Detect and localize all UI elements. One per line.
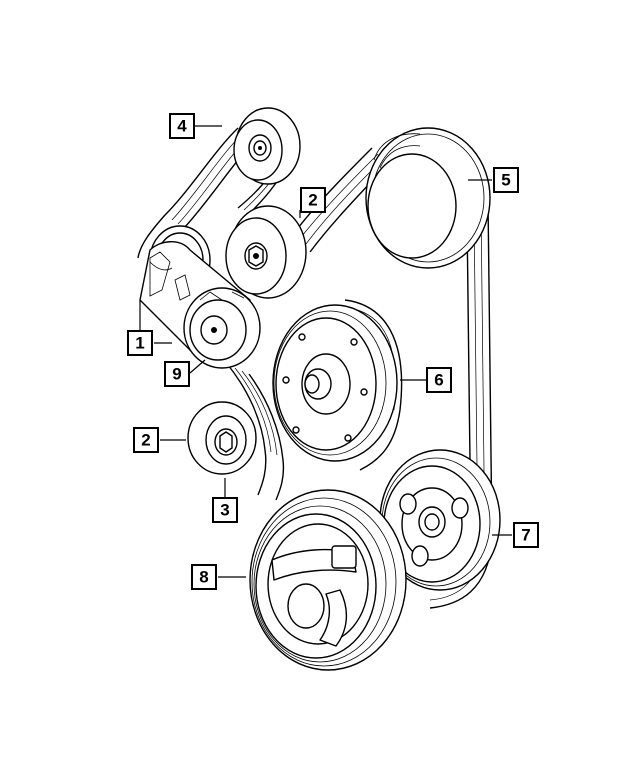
idler-pulley-2-upper	[225, 205, 307, 299]
svg-text:1: 1	[135, 334, 144, 353]
pulley-5	[365, 127, 491, 269]
callout-5: 5	[493, 167, 519, 193]
svg-text:8: 8	[199, 568, 208, 587]
callout-2-lower: 2	[133, 427, 159, 453]
callout-8: 8	[191, 564, 217, 590]
water-pump-pulley-6	[272, 304, 398, 462]
callout-1: 1	[127, 330, 153, 356]
svg-text:3: 3	[220, 501, 229, 520]
callout-9: 9	[164, 361, 190, 387]
idler-pulley-4	[233, 107, 301, 185]
svg-text:2: 2	[308, 191, 317, 210]
svg-text:5: 5	[501, 171, 510, 190]
callout-3: 3	[212, 497, 238, 523]
crankshaft-pulley-8	[249, 489, 407, 671]
callout-2-upper: 2	[300, 187, 326, 213]
idler-pulley-2-lower	[187, 401, 257, 475]
callout-6: 6	[426, 367, 452, 393]
belt-tensioner	[139, 225, 261, 369]
callout-4: 4	[169, 113, 195, 139]
callout-7: 7	[513, 522, 539, 548]
svg-text:9: 9	[172, 365, 181, 384]
svg-text:2: 2	[141, 431, 150, 450]
svg-text:7: 7	[521, 526, 530, 545]
leader-lines	[139, 125, 512, 578]
svg-text:6: 6	[434, 371, 443, 390]
svg-text:4: 4	[177, 117, 187, 136]
